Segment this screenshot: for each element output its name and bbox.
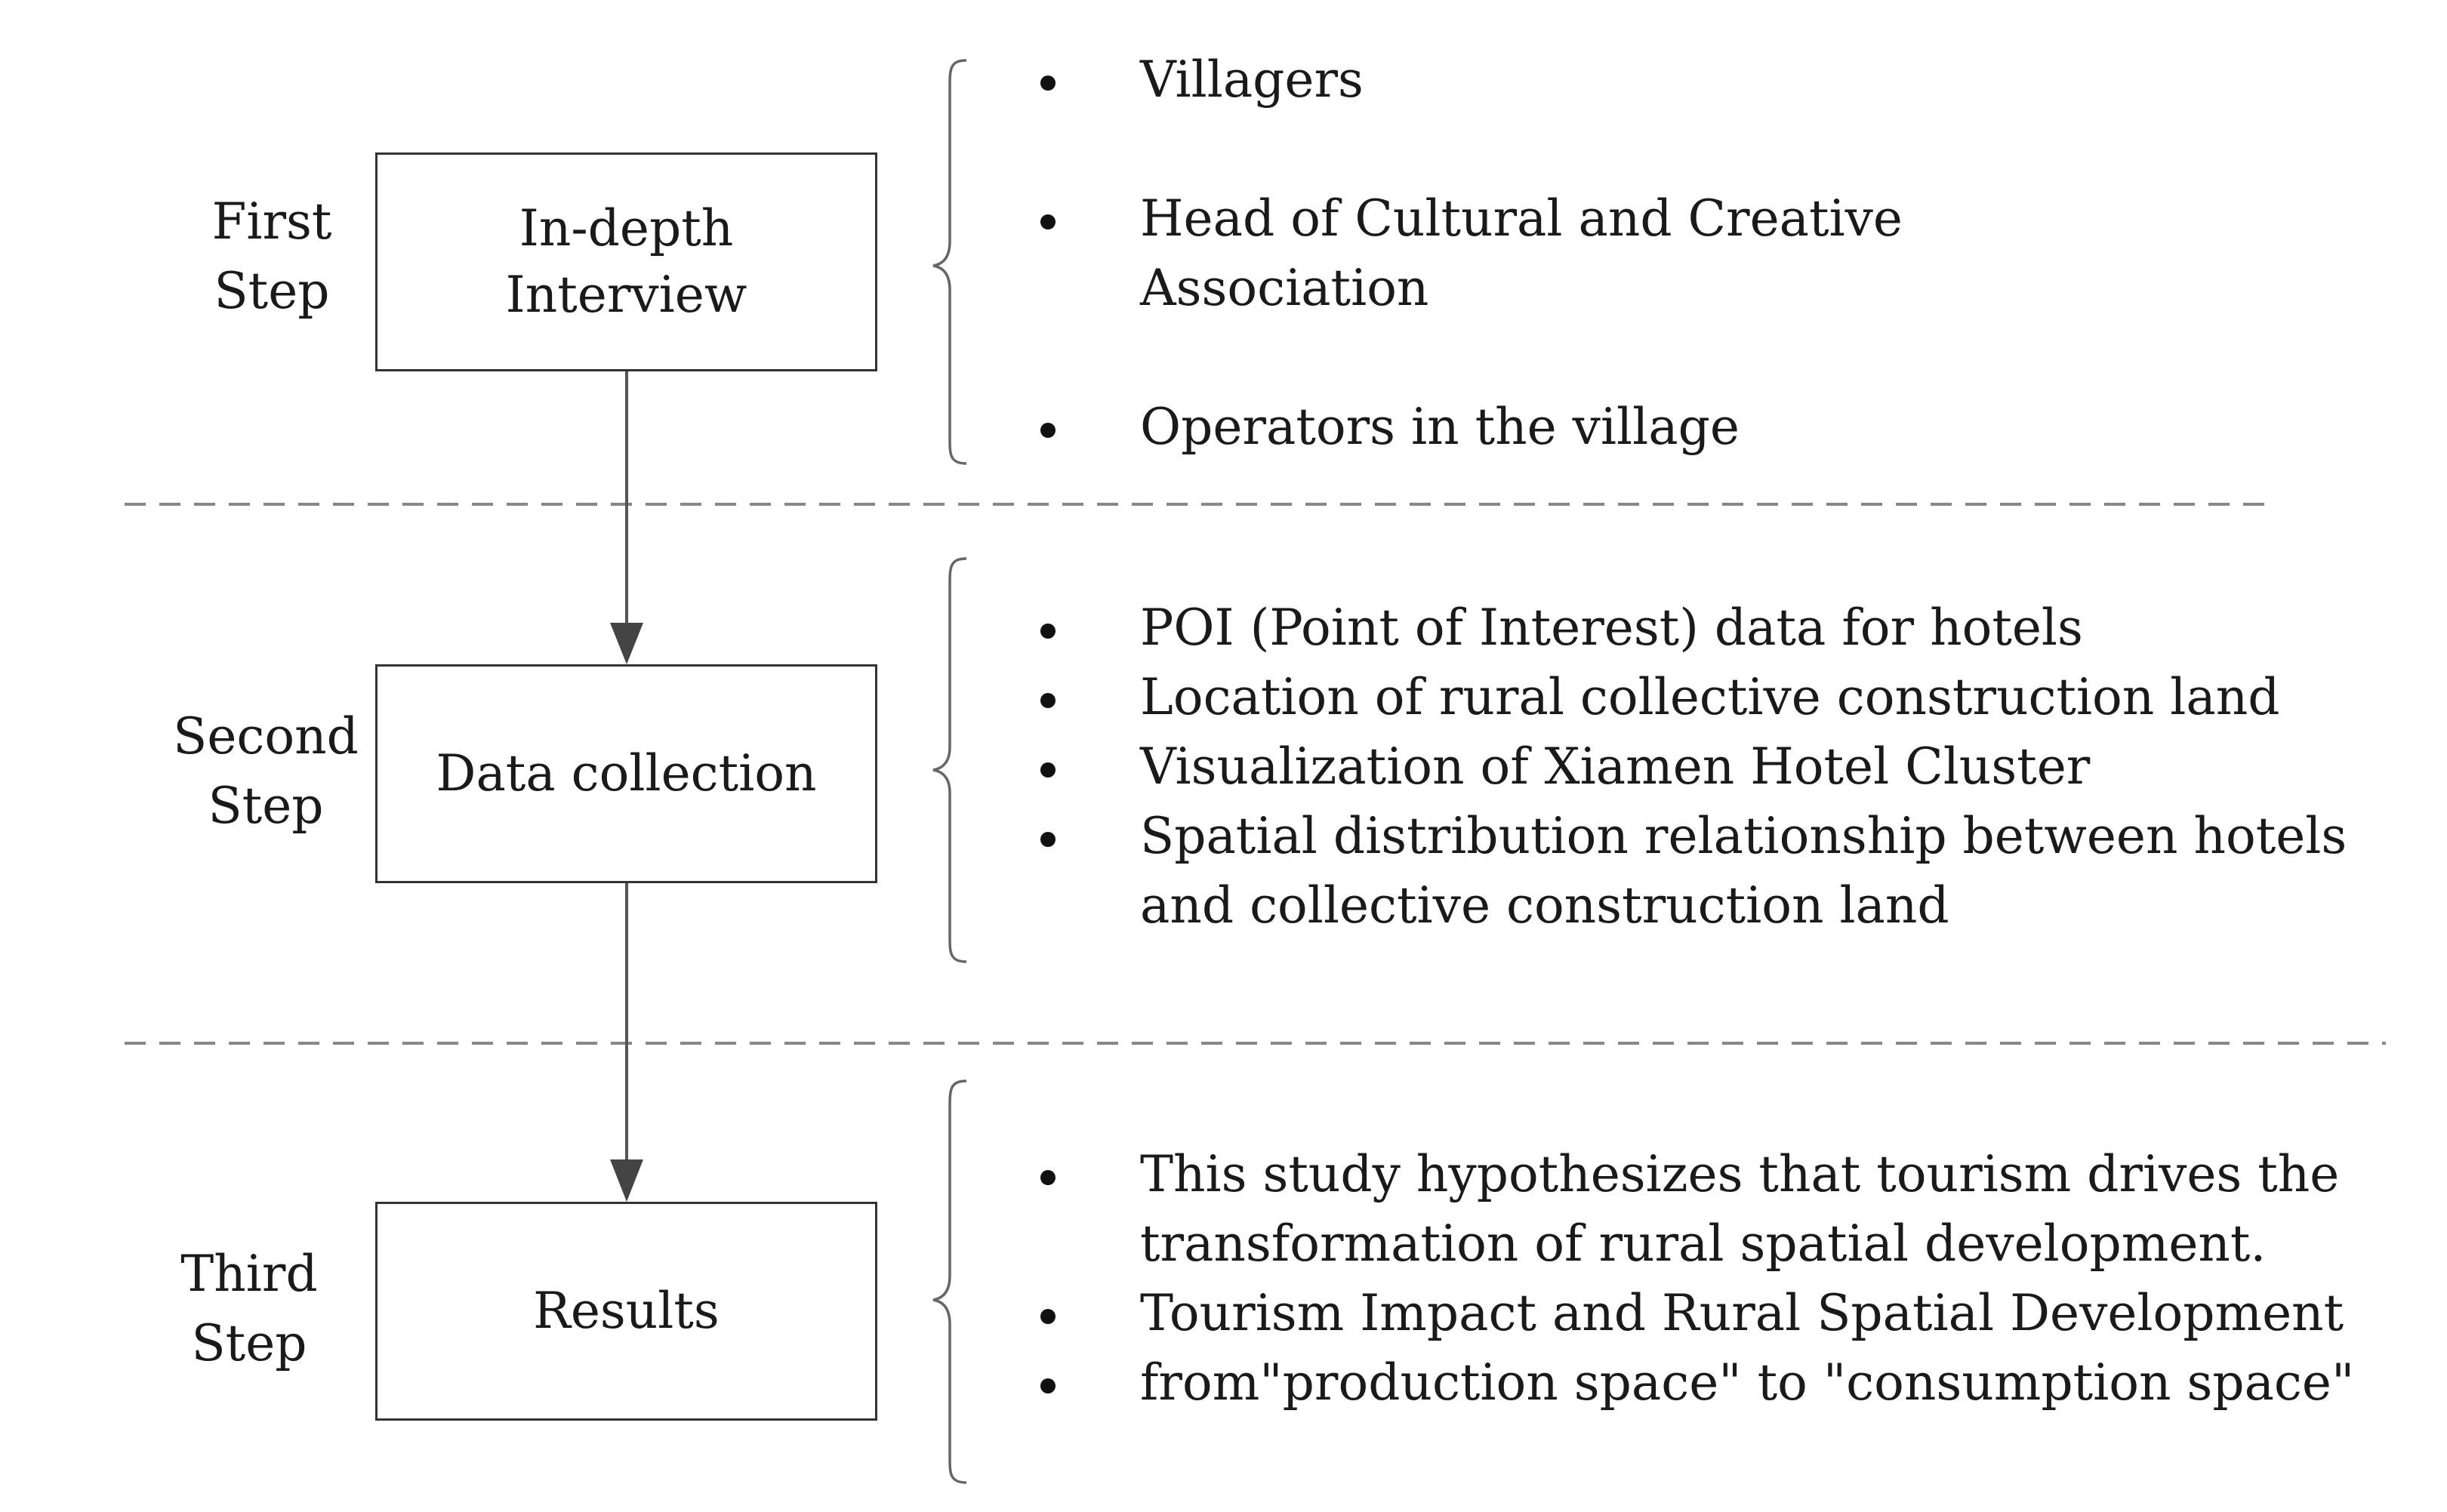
bullet-list-second-step: POI (Point of Interest) data for hotels …: [1034, 593, 2439, 941]
list-item: POI (Point of Interest) data for hotels: [1034, 593, 2439, 663]
list-item: Tourism Impact and Rural Spatial Develop…: [1034, 1279, 2439, 1348]
brace-first-step: [932, 59, 967, 465]
box-results: Results: [375, 1202, 877, 1421]
list-item: Location of rural collective constructio…: [1034, 663, 2439, 732]
list-item: Spatial distribution relationship betwee…: [1034, 802, 2439, 941]
arrowhead-2: [610, 1159, 643, 1202]
list-item: Head of Cultural and Creative Associatio…: [1034, 184, 1940, 323]
box-text-data-collection: Data collection: [436, 744, 817, 802]
list-item: Visualization of Xiamen Hotel Cluster: [1034, 732, 2439, 802]
arrowhead-1: [610, 623, 643, 664]
box-data-collection: Data collection: [375, 664, 877, 883]
brace-third-step: [932, 1079, 967, 1484]
bullet-list-third-step: This study hypothesizes that tourism dri…: [1034, 1140, 2439, 1418]
brace-second-step: [932, 557, 967, 963]
list-item: from"production space" to "consumption s…: [1034, 1348, 2439, 1418]
step-label-third: Third Step: [180, 1245, 318, 1372]
list-item: Operators in the village: [1034, 393, 1940, 462]
box-in-depth-interview: In-depth Interview: [375, 152, 877, 371]
step-label-first: First Step: [211, 192, 332, 320]
list-item: Villagers: [1034, 45, 1940, 115]
box-text-results: Results: [533, 1282, 720, 1340]
box-text-in-depth-interview: In-depth Interview: [505, 199, 747, 324]
bullet-list-first-step: Villagers Head of Cultural and Creative …: [1034, 45, 1940, 462]
step-label-second: Second Step: [173, 707, 359, 835]
list-item: This study hypothesizes that tourism dri…: [1034, 1140, 2439, 1279]
